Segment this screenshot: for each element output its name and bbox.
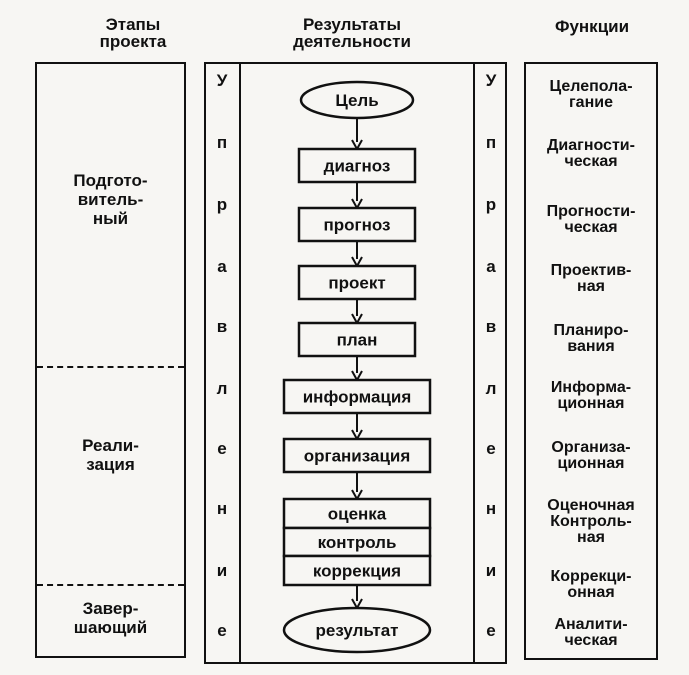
right-letter: У	[485, 71, 497, 90]
function-corrective: Коррекци- онная	[527, 569, 655, 601]
function-line: ческая	[564, 153, 618, 170]
right-letter: е	[486, 621, 496, 640]
header-stages: Этапы проекта	[68, 16, 198, 50]
header-functions: Функции	[527, 18, 657, 35]
function-planning: Планиро- вания	[527, 323, 655, 355]
left-letter: в	[216, 317, 228, 336]
node-goal-ellipse	[299, 80, 415, 120]
right-letter: л	[485, 379, 497, 398]
function-line: Проектив-	[550, 262, 632, 279]
function-line: ческая	[564, 219, 618, 236]
left-letter: е	[217, 621, 227, 640]
node-correction-label: коррекция	[313, 562, 401, 581]
function-line: ционная	[557, 455, 625, 472]
header-results-line-1: Результаты	[302, 15, 401, 34]
stage-implementation: Реали- зация	[37, 436, 184, 474]
stage-preparatory-line-1: Подгото-	[73, 171, 148, 190]
function-line: Целепола-	[549, 78, 633, 95]
right-letter: е	[486, 439, 496, 458]
left-rail-divider	[239, 63, 241, 663]
node-project-label: проект	[328, 274, 385, 293]
function-line: ная	[577, 529, 605, 546]
stage-preparatory-line-2: витель-	[77, 190, 144, 209]
right-letter: и	[485, 561, 497, 580]
function-line: ная	[577, 278, 605, 295]
left-letter: р	[216, 195, 228, 214]
right-letter: н	[485, 499, 497, 518]
node-diagnosis-box	[297, 147, 417, 184]
function-line: Диагности-	[547, 137, 635, 154]
left-letter: а	[217, 257, 227, 276]
node-project-box	[297, 264, 417, 301]
stage-final-line-1: Завер-	[82, 599, 139, 618]
stage-preparatory: Подгото- витель- ный	[37, 171, 184, 228]
stage-divider-2	[37, 584, 184, 586]
stage-final-line-2: шающий	[73, 618, 148, 637]
function-line: гание	[569, 94, 613, 111]
function-organizational: Организа- ционная	[527, 440, 655, 472]
function-line: Информа-	[550, 379, 632, 396]
right-letter: п	[485, 133, 497, 152]
function-informational: Информа- ционная	[527, 380, 655, 412]
node-evaluation-label: оценка	[328, 505, 387, 524]
node-control-label: контроль	[318, 533, 397, 552]
node-result-label: результат	[316, 621, 399, 640]
header-functions-line-1: Функции	[554, 17, 630, 36]
node-plan-box	[297, 321, 417, 358]
right-letter: р	[485, 195, 497, 214]
function-line: Прогности-	[546, 203, 636, 220]
function-goal-setting: Целепола- гание	[527, 79, 655, 111]
left-letter: п	[216, 133, 228, 152]
left-letter: н	[216, 499, 228, 518]
function-line: Контроль-	[550, 513, 632, 530]
right-letter: а	[486, 257, 496, 276]
right-rail-divider	[473, 63, 475, 663]
function-line: Оценочная	[547, 497, 635, 514]
node-diagnosis-label: диагноз	[324, 157, 391, 176]
node-correction-box	[282, 554, 432, 587]
function-line: вания	[567, 338, 615, 355]
function-line: Планиро-	[553, 322, 629, 339]
stage-divider-1	[37, 366, 184, 368]
header-results-line-2: деятельности	[293, 32, 411, 51]
header-results: Результаты деятельности	[262, 16, 442, 50]
function-diagnostic: Диагности- ческая	[527, 138, 655, 170]
left-letter: е	[217, 439, 227, 458]
node-organization-box	[282, 437, 432, 474]
node-prognosis-box	[297, 206, 417, 243]
node-goal-label: Цель	[335, 91, 378, 110]
function-line: Коррекци-	[550, 568, 632, 585]
header-stages-line-2: проекта	[99, 32, 167, 51]
function-line: ционная	[557, 395, 625, 412]
node-result-ellipse	[282, 606, 432, 654]
function-projective: Проектив- ная	[527, 263, 655, 295]
stages-column	[35, 62, 186, 658]
node-information-label: информация	[303, 388, 412, 407]
function-prognostic: Прогности- ческая	[527, 204, 655, 236]
stage-implementation-line-2: зация	[86, 455, 135, 474]
function-line: Аналити-	[554, 616, 628, 633]
function-analytical: Аналити- ческая	[527, 617, 655, 649]
stage-preparatory-line-3: ный	[92, 209, 129, 228]
function-line: онная	[567, 584, 615, 601]
node-organization-label: организация	[304, 447, 411, 466]
left-letter: и	[216, 561, 228, 580]
right-letter: в	[485, 317, 497, 336]
header-stages-line-1: Этапы	[105, 15, 161, 34]
node-control-box	[282, 526, 432, 558]
function-line: Организа-	[551, 439, 631, 456]
stage-final: Завер- шающий	[37, 599, 184, 637]
left-letter: л	[216, 379, 228, 398]
function-line: ческая	[564, 632, 618, 649]
node-prognosis-label: прогноз	[324, 216, 391, 235]
function-evaluative-control: Оценочная Контроль- ная	[527, 498, 655, 546]
functions-column	[524, 62, 658, 660]
node-information-box	[282, 378, 432, 415]
stage-implementation-line-1: Реали-	[82, 436, 139, 455]
node-plan-label: план	[337, 331, 378, 350]
left-letter: У	[216, 71, 228, 90]
